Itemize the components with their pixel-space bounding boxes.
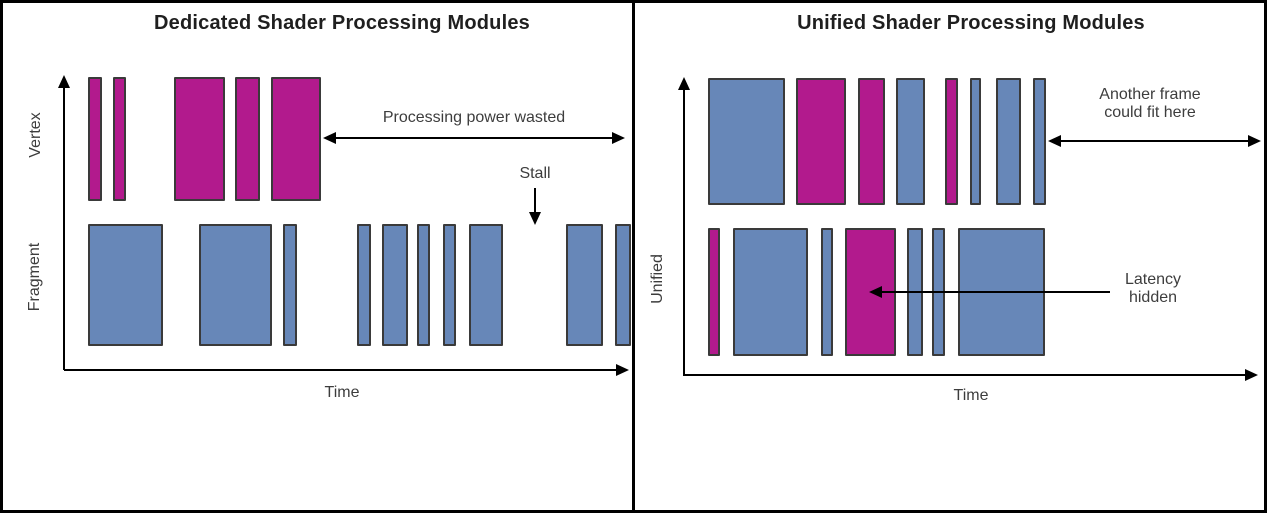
shader-work-bar <box>417 224 430 346</box>
shader-work-bar <box>113 77 126 201</box>
left-axis-label-vertex: Vertex <box>27 112 44 158</box>
stall-down-arrow-icon <box>529 188 541 225</box>
shader-work-bar <box>382 224 408 346</box>
left-x-axis <box>64 369 618 371</box>
shader-work-bar <box>443 224 456 346</box>
right-y-axis-arrowhead-icon <box>678 77 690 90</box>
left-y-axis <box>63 86 65 370</box>
right-y-axis <box>683 88 685 376</box>
shader-work-bar <box>1033 78 1046 205</box>
shader-work-bar <box>615 224 631 346</box>
shader-work-bar <box>357 224 371 346</box>
left-y-axis-arrowhead-icon <box>58 75 70 88</box>
another-frame-double-arrow-icon <box>1048 135 1261 147</box>
left-panel-title: Dedicated Shader Processing Modules <box>154 12 530 34</box>
latency-left-arrow-icon <box>869 286 1110 298</box>
shader-work-bar <box>896 78 925 205</box>
left-axis-label-fragment: Fragment <box>26 242 43 312</box>
shader-work-bar <box>174 77 225 201</box>
left-time-label: Time <box>324 384 360 401</box>
shader-work-bar <box>796 78 846 205</box>
right-panel-title: Unified Shader Processing Modules <box>797 12 1145 34</box>
another-frame-annotation-label: Another frame could fit here <box>1099 86 1201 121</box>
panel-divider <box>632 3 635 510</box>
right-time-label: Time <box>953 387 989 404</box>
shader-work-bar <box>88 224 163 346</box>
shader-work-bar <box>733 228 808 356</box>
shader-work-bar <box>199 224 272 346</box>
shader-work-bar <box>708 228 720 356</box>
shader-work-bar <box>566 224 603 346</box>
right-x-axis-arrowhead-icon <box>1245 369 1258 381</box>
shader-work-bar <box>970 78 981 205</box>
shader-work-bar <box>821 228 833 356</box>
wasted-double-arrow-icon <box>323 132 625 144</box>
shader-work-bar <box>945 78 958 205</box>
wasted-annotation-label: Processing power wasted <box>382 109 566 126</box>
right-x-axis <box>684 374 1246 376</box>
shader-work-bar <box>708 78 785 205</box>
shader-work-bar <box>469 224 503 346</box>
shader-work-bar <box>88 77 102 201</box>
left-x-axis-arrowhead-icon <box>616 364 629 376</box>
shader-work-bar <box>283 224 297 346</box>
right-axis-label-unified: Unified <box>649 254 666 304</box>
shader-work-bar <box>235 77 260 201</box>
stall-annotation-label: Stall <box>519 165 551 182</box>
shader-work-bar <box>271 77 321 201</box>
shader-work-bar <box>858 78 885 205</box>
shader-work-bar <box>996 78 1021 205</box>
latency-annotation-label: Latency hidden <box>1124 271 1182 306</box>
